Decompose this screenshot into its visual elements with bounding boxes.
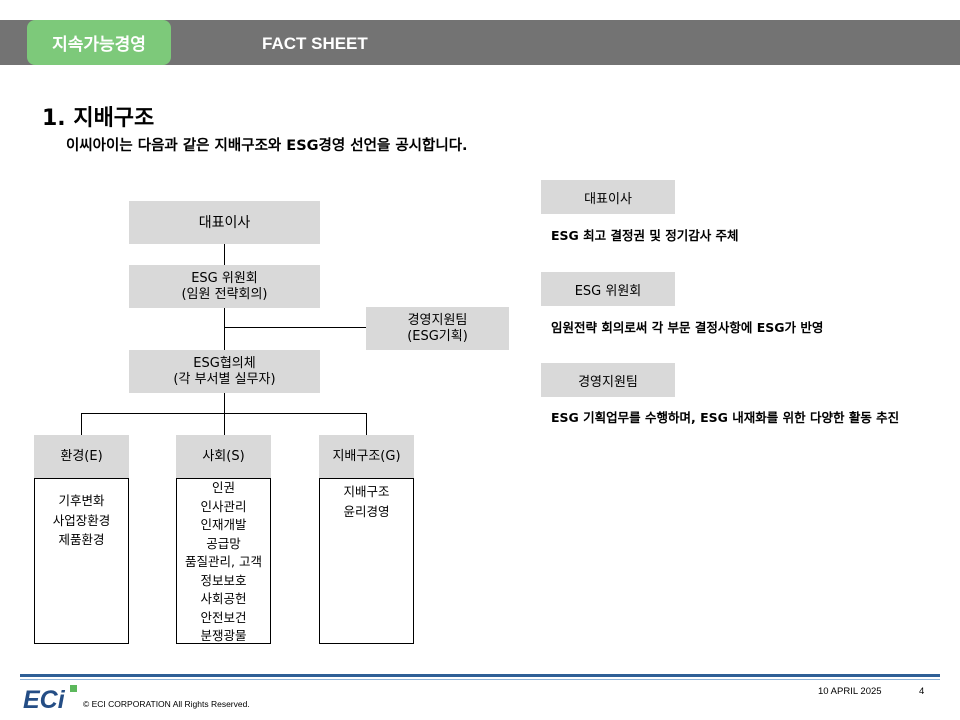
esg-committee-label: ESG 위원회 — [191, 270, 258, 286]
support-team-sublabel: (ESG기획) — [407, 328, 468, 344]
list-item: 사업장환경 — [52, 512, 111, 528]
connector-ceo-committee — [224, 244, 225, 265]
esg-council-sublabel: (각 부서별 실무자) — [173, 371, 276, 387]
esg-committee-sublabel: (임원 전략회의) — [181, 286, 268, 302]
branch-header-e: 환경(E) — [34, 435, 129, 478]
page-title: 1. 지배구조 — [42, 106, 155, 131]
list-item: 기후변화 — [58, 493, 105, 508]
role-label-ceo: 대표이사 — [541, 180, 675, 214]
role-desc-ceo: ESG 최고 결정권 및 정기감사 주체 — [551, 228, 739, 243]
branch-label-s: 사회(S) — [202, 448, 245, 464]
role-label-committee: ESG 위원회 — [541, 272, 675, 306]
document-date: 10 APRIL 2025 — [818, 686, 882, 697]
list-item: 사회공헌 — [200, 591, 247, 606]
connector-branch-g — [366, 413, 367, 435]
page-subtitle: 이씨아이는 다음과 같은 지배구조와 ESG경영 선언을 공시합니다. — [66, 138, 468, 154]
esg-council-box: ESG협의체 (각 부서별 실무자) — [129, 350, 320, 393]
support-team-label: 경영지원팀 — [407, 312, 468, 328]
list-item: 정보보호 — [200, 572, 247, 588]
list-item: 공급망 — [206, 535, 241, 551]
list-item: 안전보건 — [200, 609, 247, 625]
branch-header-s: 사회(S) — [176, 435, 271, 478]
esg-committee-box: ESG 위원회 (임원 전략회의) — [129, 265, 320, 308]
connector-branch-s — [224, 413, 225, 435]
logo-accent-icon — [70, 685, 77, 692]
role-label-text: 대표이사 — [584, 191, 632, 207]
connector-branches-bar — [81, 413, 366, 414]
section-badge: 지속가능경영 — [27, 20, 171, 65]
list-item: 품질관리, 고객 — [185, 554, 262, 569]
list-item: 인재개발 — [200, 517, 247, 532]
role-label-text: ESG 위원회 — [574, 283, 642, 299]
connector-support — [224, 327, 366, 328]
role-label-text: 경영지원팀 — [578, 374, 638, 390]
connector-committee-council — [224, 308, 225, 350]
role-label-support: 경영지원팀 — [541, 363, 675, 397]
branch-header-g: 지배구조(G) — [319, 435, 414, 478]
list-item: 인권 — [211, 480, 235, 495]
support-team-box: 경영지원팀 (ESG기획) — [366, 307, 509, 350]
branch-list-g: 지배구조 윤리경영 — [319, 478, 414, 644]
esg-council-label: ESG협의체 — [193, 355, 256, 371]
ceo-label: 대표이사 — [198, 214, 251, 231]
copyright-text: © ECI CORPORATION All Rights Reserved. — [83, 699, 250, 709]
branch-label-e: 환경(E) — [60, 448, 103, 464]
page-number: 4 — [919, 686, 925, 697]
connector-council-branches — [224, 393, 225, 414]
footer-divider — [20, 674, 940, 677]
list-item: 분쟁광물 — [200, 628, 247, 643]
list-item: 윤리경영 — [343, 503, 390, 519]
branch-list-e: 기후변화 사업장환경 제품환경 — [34, 478, 129, 644]
header-title: FACT SHEET — [262, 34, 368, 53]
branch-label-g: 지배구조(G) — [332, 448, 401, 464]
company-logo: ECi — [23, 686, 65, 714]
ceo-box: 대표이사 — [129, 201, 320, 244]
list-item: 지배구조 — [343, 484, 390, 499]
footer-divider-thin — [20, 679, 940, 680]
branch-list-s: 인권 인사관리 인재개발 공급망 품질관리, 고객 정보보호 사회공헌 안전보건… — [176, 478, 271, 644]
connector-branch-e — [81, 413, 82, 435]
list-item: 인사관리 — [200, 498, 247, 514]
list-item: 제품환경 — [58, 532, 105, 547]
role-desc-committee: 임원전략 회의로써 각 부문 결정사항에 ESG가 반영 — [551, 320, 824, 335]
role-desc-support: ESG 기획업무를 수행하며, ESG 내재화를 위한 다양한 활동 추진 — [551, 410, 900, 425]
